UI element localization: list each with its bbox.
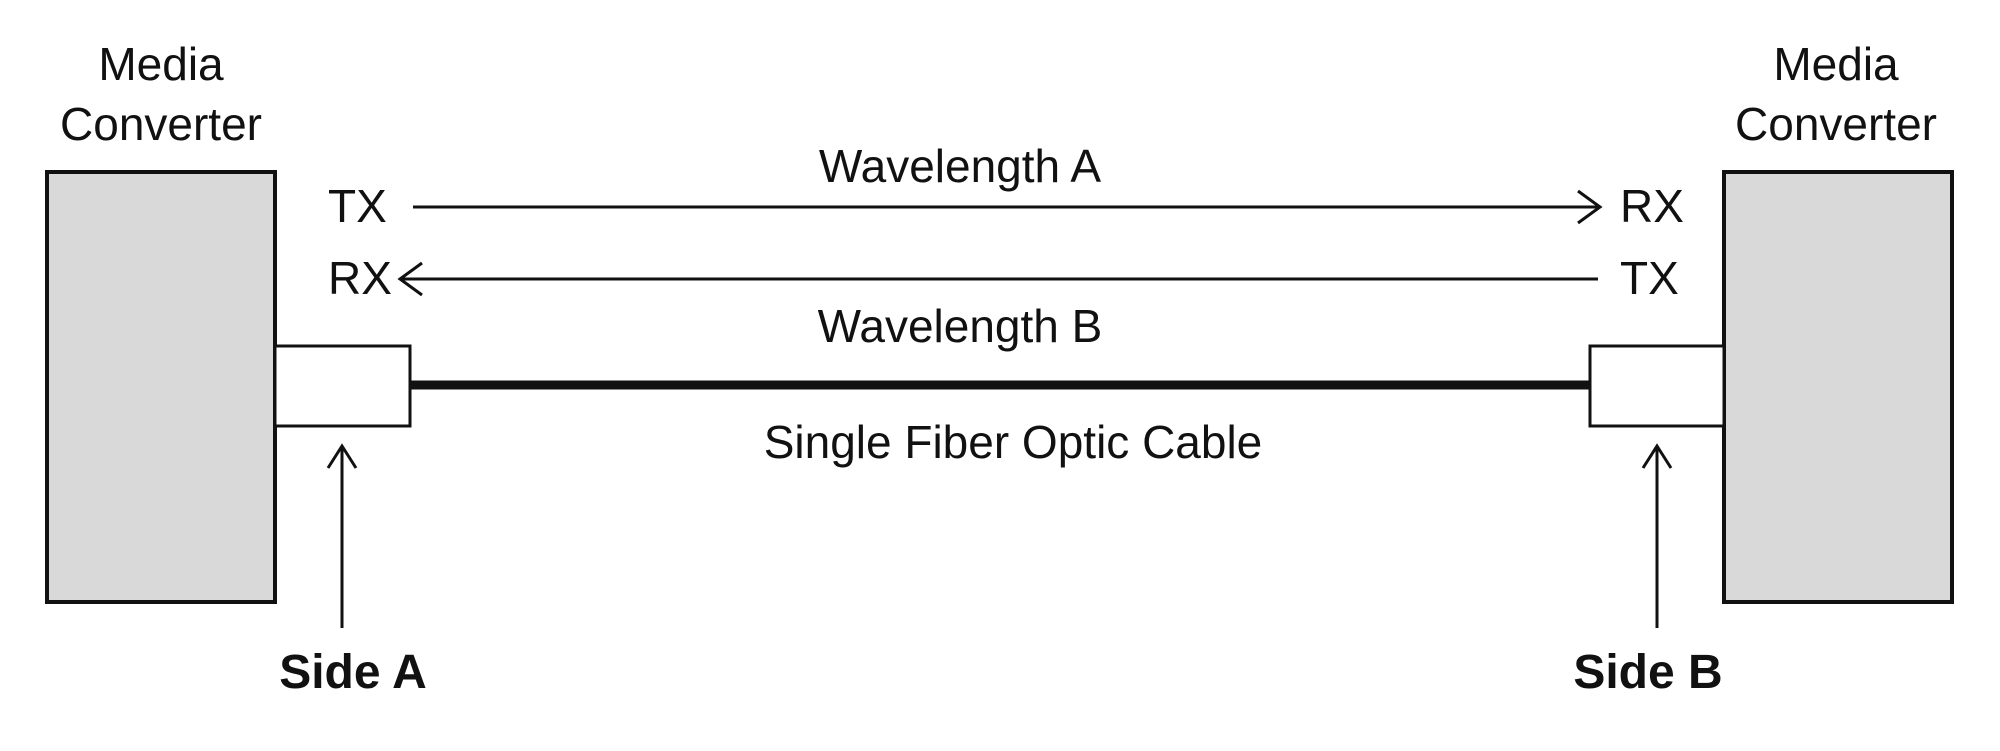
right-connector bbox=[1588, 344, 1726, 428]
left-media-converter-box bbox=[45, 170, 277, 604]
left-connector bbox=[273, 344, 412, 428]
wavelength-b-arrow bbox=[397, 261, 1598, 297]
right-converter-label-line1: Media bbox=[1773, 38, 1899, 90]
left-converter-label-line2: Converter bbox=[60, 98, 262, 150]
side-b-label: Side B bbox=[1573, 646, 1722, 699]
wavelength-a-label: Wavelength A bbox=[819, 140, 1101, 192]
right-rx-label: RX bbox=[1620, 180, 1684, 232]
side-a-pointer-arrow bbox=[326, 443, 358, 628]
side-a-label: Side A bbox=[279, 646, 427, 699]
right-tx-label: TX bbox=[1620, 252, 1679, 304]
cable-label: Single Fiber Optic Cable bbox=[764, 416, 1263, 468]
right-converter-label-line2: Converter bbox=[1735, 98, 1937, 150]
wavelength-a-arrow bbox=[413, 189, 1603, 225]
left-rx-label: RX bbox=[328, 252, 392, 304]
side-b-pointer-arrow bbox=[1641, 443, 1673, 628]
wavelength-b-label: Wavelength B bbox=[818, 300, 1103, 352]
left-tx-label: TX bbox=[328, 180, 387, 232]
left-converter-label-line1: Media bbox=[98, 38, 224, 90]
right-media-converter-box bbox=[1722, 170, 1954, 604]
